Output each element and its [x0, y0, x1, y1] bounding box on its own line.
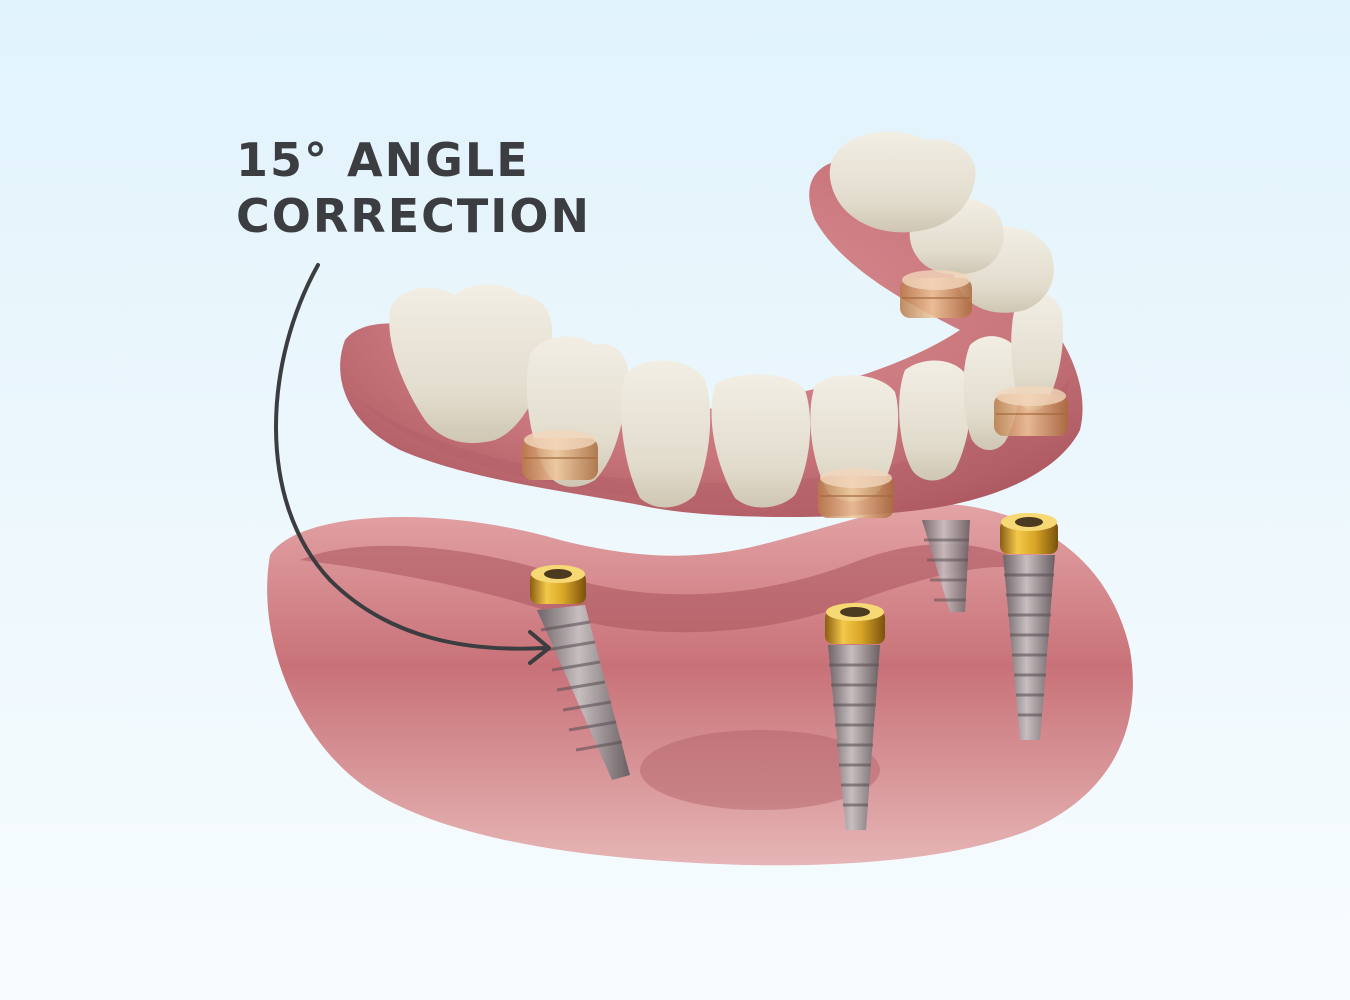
- lower-gum: [267, 504, 1133, 866]
- attachment-2: [818, 468, 894, 518]
- implant-center: [825, 603, 885, 830]
- implant-left: [530, 565, 630, 780]
- curved-arrow-icon: [274, 263, 551, 665]
- attachment-4: [994, 386, 1068, 436]
- attachment-3: [900, 270, 972, 318]
- implant-right: [1000, 513, 1058, 740]
- angle-label-line2: CORRECTION: [236, 189, 591, 243]
- implant-right-back: [922, 520, 970, 612]
- denture-attachments: [522, 270, 1068, 518]
- angle-label-line1: 15° ANGLE: [236, 133, 530, 187]
- attachment-1: [522, 430, 598, 480]
